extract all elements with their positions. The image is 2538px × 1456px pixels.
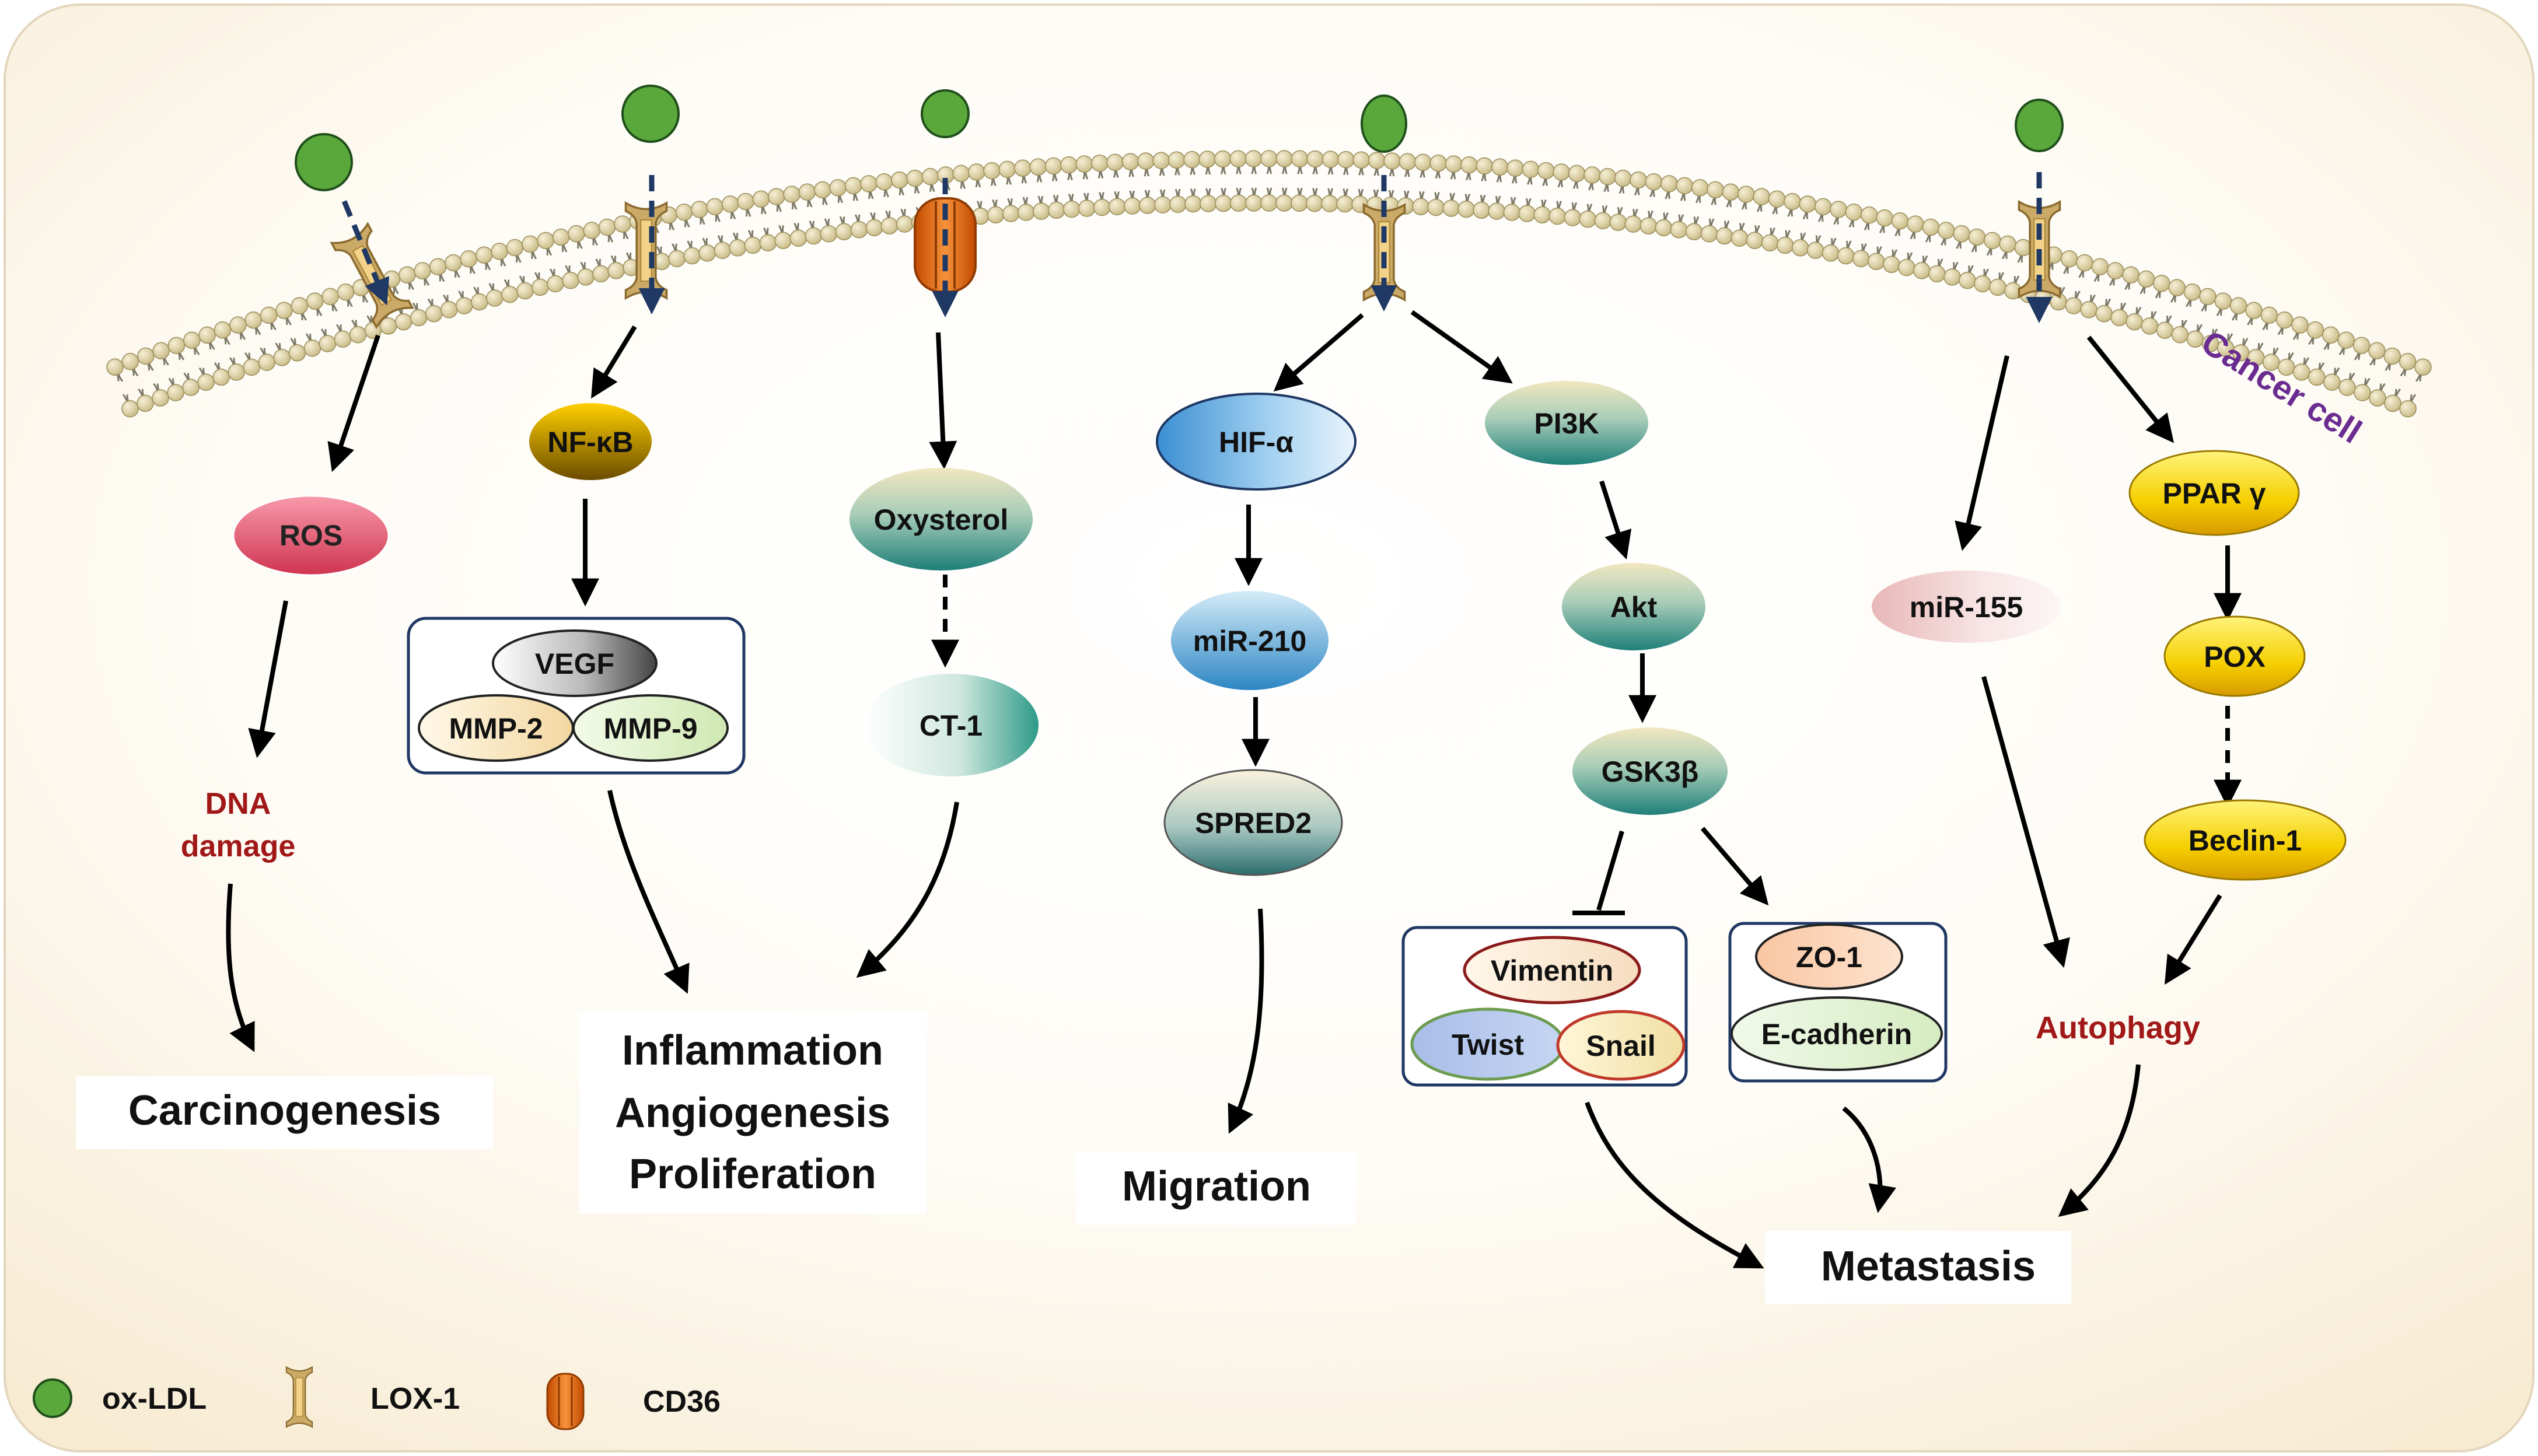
spred2-node: SPRED2	[1163, 769, 1343, 876]
ppar-node: PPAR γ	[2128, 450, 2300, 536]
legend-oxldl-icon	[33, 1378, 72, 1418]
migration-box	[1076, 1152, 1355, 1225]
background-panel	[4, 4, 2534, 1452]
vimentin-node	[1463, 936, 1641, 1005]
emt-markers-box: Vimentin Twist Snail	[1401, 926, 1688, 1087]
metastasis-label: Metastasis	[1821, 1243, 2036, 1290]
gsk3b-node: GSK3β	[1572, 727, 1728, 815]
oxldl-receptor-1	[295, 133, 412, 327]
beclin-node: Beclin-1	[2144, 799, 2347, 881]
zo1-node	[1755, 923, 1903, 990]
legend-lox1-label: LOX-1	[370, 1382, 460, 1416]
vegf-label: VEGF	[535, 648, 614, 680]
pox-node: POX	[2163, 615, 2306, 697]
carcinogenesis-box	[76, 1076, 493, 1149]
oxldl-particle	[2015, 99, 2064, 152]
oxysterol-node: Oxysterol	[850, 468, 1033, 570]
zo1-label: ZO-1	[1796, 941, 1862, 974]
vegf-node	[492, 629, 658, 697]
legend-cd36-label: CD36	[643, 1385, 721, 1419]
inflammation-box	[579, 1012, 927, 1213]
ppar-label: PPAR γ	[2163, 477, 2266, 510]
snail-label: Snail	[1586, 1030, 1655, 1062]
twist-label: Twist	[1452, 1028, 1524, 1061]
ct1-label: CT-1	[920, 709, 983, 742]
snail-node	[1556, 1010, 1686, 1081]
oxldl-receptor-4	[1361, 94, 1407, 312]
pox-label: POX	[2204, 640, 2266, 673]
dna-damage-line1: DNA	[205, 787, 271, 821]
gsk3b-label: GSK3β	[1602, 755, 1699, 788]
oxldl-receptor-5	[2015, 99, 2064, 323]
beclin-label: Beclin-1	[2189, 824, 2302, 857]
oxldl-receptor-3	[914, 89, 977, 317]
oxldl-particle	[921, 89, 970, 138]
mmp2-label: MMP-2	[449, 712, 543, 745]
migration-label: Migration	[1122, 1163, 1311, 1210]
hif-node: HIF-α	[1156, 393, 1357, 491]
mmp9-label: MMP-9	[603, 712, 697, 745]
ecadherin-node	[1731, 996, 1943, 1071]
akt-label: Akt	[1610, 591, 1658, 624]
junction-markers-box: ZO-1 E-cadherin	[1728, 922, 1948, 1083]
legend-cd36-icon	[546, 1373, 585, 1430]
inflammation-label: Inflammation	[622, 1027, 883, 1074]
pathway-arrows	[226, 310, 2242, 1269]
receptors	[295, 85, 2064, 327]
outcomes: DNA damage Carcinogenesis Inflammation A…	[76, 787, 2200, 1304]
oxldl-particle	[1361, 94, 1407, 153]
lipid-bilayer-membrane	[106, 150, 2432, 418]
dna-damage-line2: damage	[181, 830, 296, 863]
ecadherin-label: E-cadherin	[1761, 1018, 1912, 1051]
angiogenesis-label: Angiogenesis	[615, 1090, 890, 1136]
autophagy-label: Autophagy	[2036, 1010, 2200, 1045]
metastasis-box	[1765, 1231, 2071, 1304]
pi3k-label: PI3K	[1534, 407, 1599, 440]
mir210-node: miR-210	[1171, 591, 1329, 690]
hif-label: HIF-α	[1219, 426, 1294, 459]
oxldl-particle	[621, 85, 680, 143]
akt-node: Akt	[1562, 563, 1705, 650]
ros-label: ROS	[279, 519, 342, 552]
nfkb-label: NF-κB	[547, 426, 633, 459]
legend-oxldl-label: ox-LDL	[102, 1382, 207, 1416]
pi3k-node: PI3K	[1485, 381, 1648, 465]
mmp9-node	[572, 694, 729, 762]
oxysterol-label: Oxysterol	[874, 503, 1009, 536]
oxldl-particle	[295, 133, 353, 191]
nfkb-node: NF-κB	[529, 403, 652, 480]
mir210-label: miR-210	[1193, 625, 1307, 657]
mir155-label: miR-155	[1910, 591, 2023, 624]
pathway-nodes: ROS NF-κB Oxysterol CT-1 VEGF MMP-2 MMP-…	[232, 381, 2347, 1087]
ct1-node: CT-1	[864, 674, 1039, 776]
spred2-label: SPRED2	[1195, 807, 1312, 839]
ros-node: ROS	[232, 495, 390, 576]
proliferation-label: Proliferation	[629, 1151, 876, 1198]
vegf-mmp-box: VEGF MMP-2 MMP-9	[407, 617, 746, 775]
carcinogenesis-label: Carcinogenesis	[128, 1087, 441, 1134]
oxldl-receptor-2	[621, 85, 680, 314]
vimentin-label: Vimentin	[1491, 954, 1613, 987]
legend: ox-LDL LOX-1 CD36	[33, 1366, 721, 1430]
mir155-node: miR-155	[1872, 570, 2061, 643]
